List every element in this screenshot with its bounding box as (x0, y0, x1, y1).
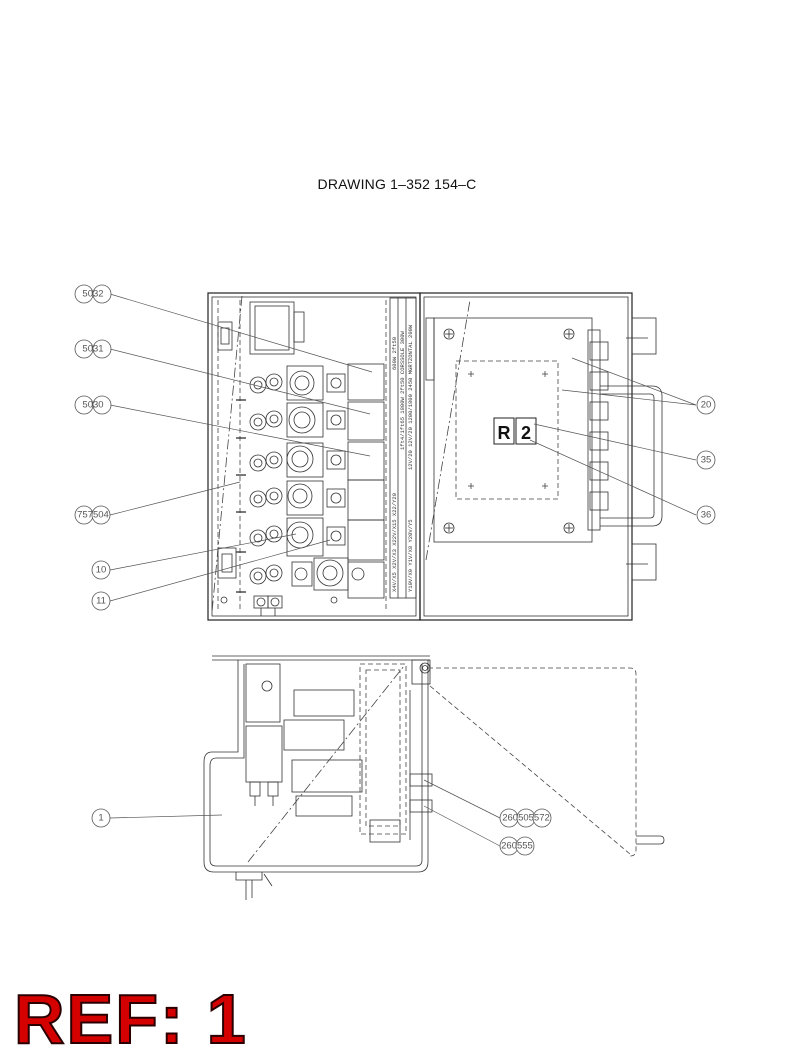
strip-label-row5: Y10V/X9 Y1V/X8 Y20V/Y5 (407, 519, 414, 592)
top-view-left-panel: 600W 2ft50 1ft4/1ft65 1800W 2ft50 CORSSO… (207, 292, 421, 621)
callout-260505572-label: 260505572 (502, 813, 550, 824)
callout-5031-label: 5031 (82, 344, 103, 355)
panel-tag-number: 2 (521, 423, 531, 443)
strip-label-row3: 12V/20 12V/20 1200/1800 2450 MGRTZONTAL … (407, 324, 414, 470)
top-view-door-panel: R 2 (419, 292, 663, 621)
callout-20-label: 20 (701, 400, 712, 411)
strip-label-row1: 600W 2ft50 (391, 337, 398, 370)
callout-35: 35 (696, 450, 716, 470)
callout-36-label: 36 (701, 510, 712, 521)
callout-260505572: 260505572 (499, 808, 552, 828)
callout-10-label: 10 (96, 565, 107, 576)
callout-10: 10 (91, 560, 111, 580)
callout-5030: 5030 (74, 395, 112, 415)
callout-1: 1 (91, 808, 111, 828)
valve-row-3 (249, 441, 385, 481)
leader-lines (109, 293, 697, 847)
mounting-tabs (236, 399, 246, 593)
callout-11: 11 (91, 591, 111, 611)
cable-glands (253, 595, 283, 616)
panel-tag: R 2 (493, 417, 537, 445)
callout-20: 20 (696, 395, 716, 415)
side-view (203, 655, 665, 900)
callout-260555-label: 260555 (501, 841, 533, 852)
callout-757504: 757504 (74, 505, 111, 525)
callout-5031: 5031 (74, 339, 112, 359)
callout-1-label: 1 (98, 813, 103, 824)
callout-5032-label: 5032 (82, 289, 103, 300)
drawing-title: DRAWING 1–352 154–C (317, 176, 477, 192)
callout-36: 36 (696, 505, 716, 525)
callout-260555: 260555 (499, 836, 535, 856)
bottom-bolts (249, 781, 279, 806)
strip-label-row2: 1ft4/1ft65 1800W 2ft50 CORSSOLE 300W (399, 330, 406, 450)
callout-35-label: 35 (701, 455, 712, 466)
connector-stack (587, 329, 609, 531)
strip-label-row4: X4V/X5 X2V/X3 X22V/X15 X22/Y20 (391, 493, 398, 592)
callout-11-label: 11 (96, 596, 106, 607)
callout-5030-label: 5030 (82, 400, 103, 411)
callout-757504-label: 757504 (77, 510, 109, 521)
terminal-strip: 600W 2ft50 1ft4/1ft65 1800W 2ft50 CORSSO… (389, 297, 417, 599)
ref-label: REF: 1 (13, 980, 248, 1058)
panel-tag-letter: R (498, 423, 511, 443)
valve-row-4 (249, 479, 385, 521)
valve-row-2 (249, 401, 385, 441)
callout-5032: 5032 (74, 284, 112, 304)
valve-row-6 (249, 557, 385, 599)
